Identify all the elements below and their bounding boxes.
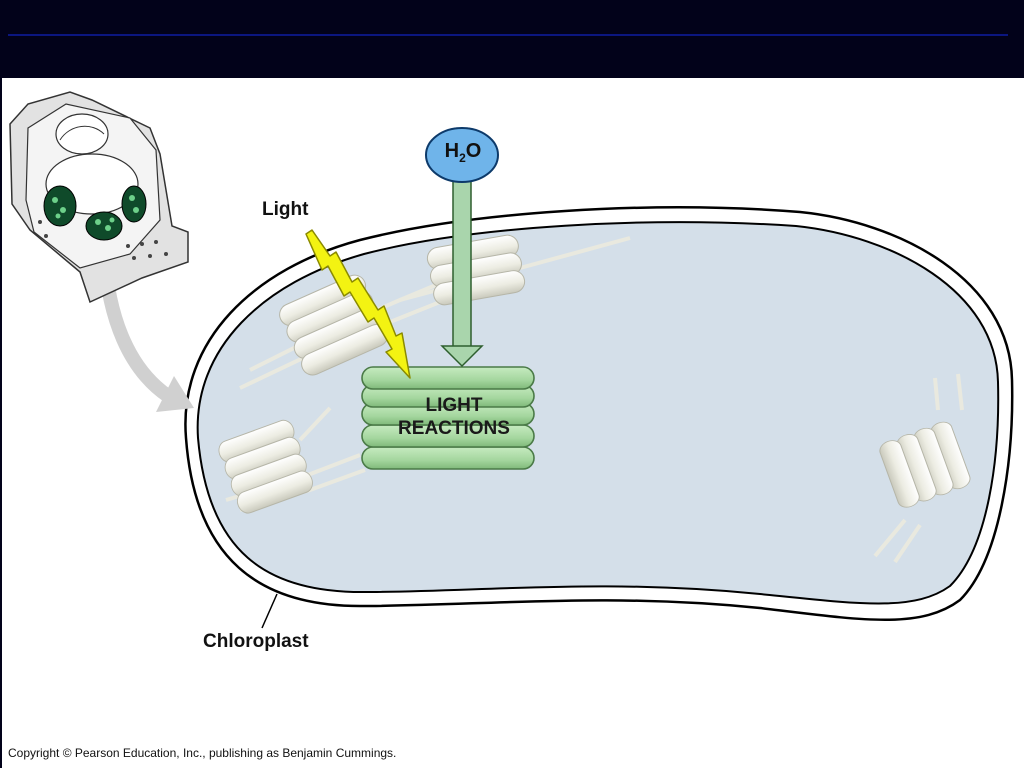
granum-stack-lower-left	[215, 406, 366, 517]
copyright-notice: Copyright © Pearson Education, Inc., pub…	[8, 746, 397, 760]
chloroplast-label: Chloroplast	[203, 631, 309, 652]
water-label: H2O	[428, 140, 498, 165]
chloroplast-leader-line	[261, 593, 278, 629]
granum-stack-right	[873, 373, 973, 564]
title-underline	[8, 34, 1008, 36]
water-molecule-oval	[425, 127, 499, 183]
light-label: Light	[262, 199, 309, 220]
title-bar	[0, 0, 1024, 78]
light-reactions-line1: LIGHT	[425, 395, 483, 416]
water-symbol-h: H	[444, 140, 460, 162]
water-subscript: 2	[459, 151, 466, 165]
plant-cell-illustration	[9, 91, 189, 304]
light-reactions-line2: REACTIONS	[398, 418, 510, 439]
light-reactions-label: LIGHT REACTIONS	[362, 394, 546, 440]
water-input-arrow	[440, 175, 484, 368]
chloroplast-organelle	[184, 206, 1014, 621]
light-bolt-icon	[305, 229, 411, 379]
water-symbol-o: O	[465, 140, 482, 162]
slide-left-border	[0, 78, 2, 768]
